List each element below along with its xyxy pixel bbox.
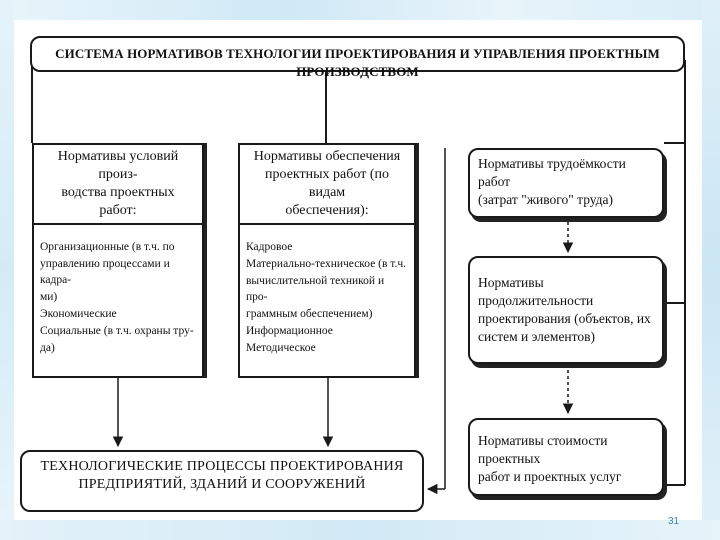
middle-heading-line: обеспечения): bbox=[285, 203, 369, 218]
middle-item: вычислительной техникой и про- bbox=[246, 275, 385, 303]
left-item: да) bbox=[40, 342, 55, 354]
left-box-conditions: Нормативы условий произ- водства проектн… bbox=[32, 143, 204, 378]
middle-item: Кадровое bbox=[246, 241, 293, 253]
middle-box-provision: Нормативы обеспечения проектных работ (п… bbox=[238, 143, 416, 378]
right-box-line: проектирования (объектов, их bbox=[478, 311, 651, 326]
slide-frame-top bbox=[0, 0, 720, 22]
middle-item: граммным обеспечением) bbox=[246, 308, 373, 320]
left-item: Экономические bbox=[40, 308, 117, 320]
page-number: 31 bbox=[668, 516, 680, 527]
middle-item: Материально-техническое (в т.ч. bbox=[246, 258, 407, 270]
middle-item: Информационное bbox=[246, 325, 333, 337]
bottom-box-processes: ТЕХНОЛОГИЧЕСКИЕ ПРОЦЕССЫ ПРОЕКТИРОВАНИЯ … bbox=[20, 450, 424, 512]
left-heading-line: Нормативы условий произ- bbox=[57, 149, 179, 182]
left-heading-line: водства проектных работ: bbox=[61, 185, 175, 218]
slide-frame-left bbox=[0, 0, 14, 540]
right-box-line: систем и элементов) bbox=[478, 329, 595, 344]
left-box-heading: Нормативы условий произ- водства проектн… bbox=[34, 145, 202, 225]
title-box: СИСТЕМА НОРМАТИВОВ ТЕХНОЛОГИИ ПРОЕКТИРОВ… bbox=[30, 36, 685, 79]
left-item: управлению процессами и кадра- bbox=[40, 258, 170, 286]
left-box-items: Организационные (в т.ч. по управлению пр… bbox=[34, 225, 202, 361]
right-box-labor: Нормативы трудоёмкости работ (затрат "жи… bbox=[468, 148, 664, 218]
middle-heading-line: Нормативы обеспечения bbox=[253, 149, 401, 164]
bottom-box-text: ТЕХНОЛОГИЧЕСКИЕ ПРОЦЕССЫ ПРОЕКТИРОВАНИЯ … bbox=[22, 452, 422, 494]
middle-heading-line: проектных работ (по видам bbox=[265, 167, 389, 200]
right-box-line: (затрат "живого" труда) bbox=[478, 192, 614, 207]
slide-frame-right bbox=[702, 0, 720, 540]
left-item: Организационные (в т.ч. по bbox=[40, 241, 175, 253]
right-box-cost: Нормативы стоимости проектных работ и пр… bbox=[468, 418, 664, 496]
middle-box-heading: Нормативы обеспечения проектных работ (п… bbox=[240, 145, 414, 225]
slide-frame-bottom bbox=[0, 520, 720, 540]
left-item: Социальные (в т.ч. охраны тру- bbox=[40, 325, 194, 337]
right-box-labor-text: Нормативы трудоёмкости работ (затрат "жи… bbox=[470, 150, 662, 214]
bottom-box-line: ТЕХНОЛОГИЧЕСКИЕ ПРОЦЕССЫ ПРОЕКТИРОВАНИЯ bbox=[40, 459, 404, 474]
middle-item: Методическое bbox=[246, 342, 316, 354]
right-box-duration: Нормативы продолжительности проектирован… bbox=[468, 256, 664, 364]
left-item: ми) bbox=[40, 291, 58, 303]
right-box-cost-text: Нормативы стоимости проектных работ и пр… bbox=[470, 420, 662, 491]
right-box-line: работ и проектных услуг bbox=[478, 469, 622, 484]
right-box-line: Нормативы трудоёмкости работ bbox=[478, 156, 626, 189]
diagram-title: СИСТЕМА НОРМАТИВОВ ТЕХНОЛОГИИ ПРОЕКТИРОВ… bbox=[55, 46, 660, 79]
right-box-line: Нормативы продолжительности bbox=[478, 275, 594, 308]
bottom-box-line: ПРЕДПРИЯТИЙ, ЗДАНИЙ И СООРУЖЕНИЙ bbox=[78, 477, 366, 492]
right-box-line: Нормативы стоимости проектных bbox=[478, 433, 608, 466]
right-box-duration-text: Нормативы продолжительности проектирован… bbox=[470, 258, 662, 351]
middle-box-items: Кадровое Материально-техническое (в т.ч.… bbox=[240, 225, 414, 361]
